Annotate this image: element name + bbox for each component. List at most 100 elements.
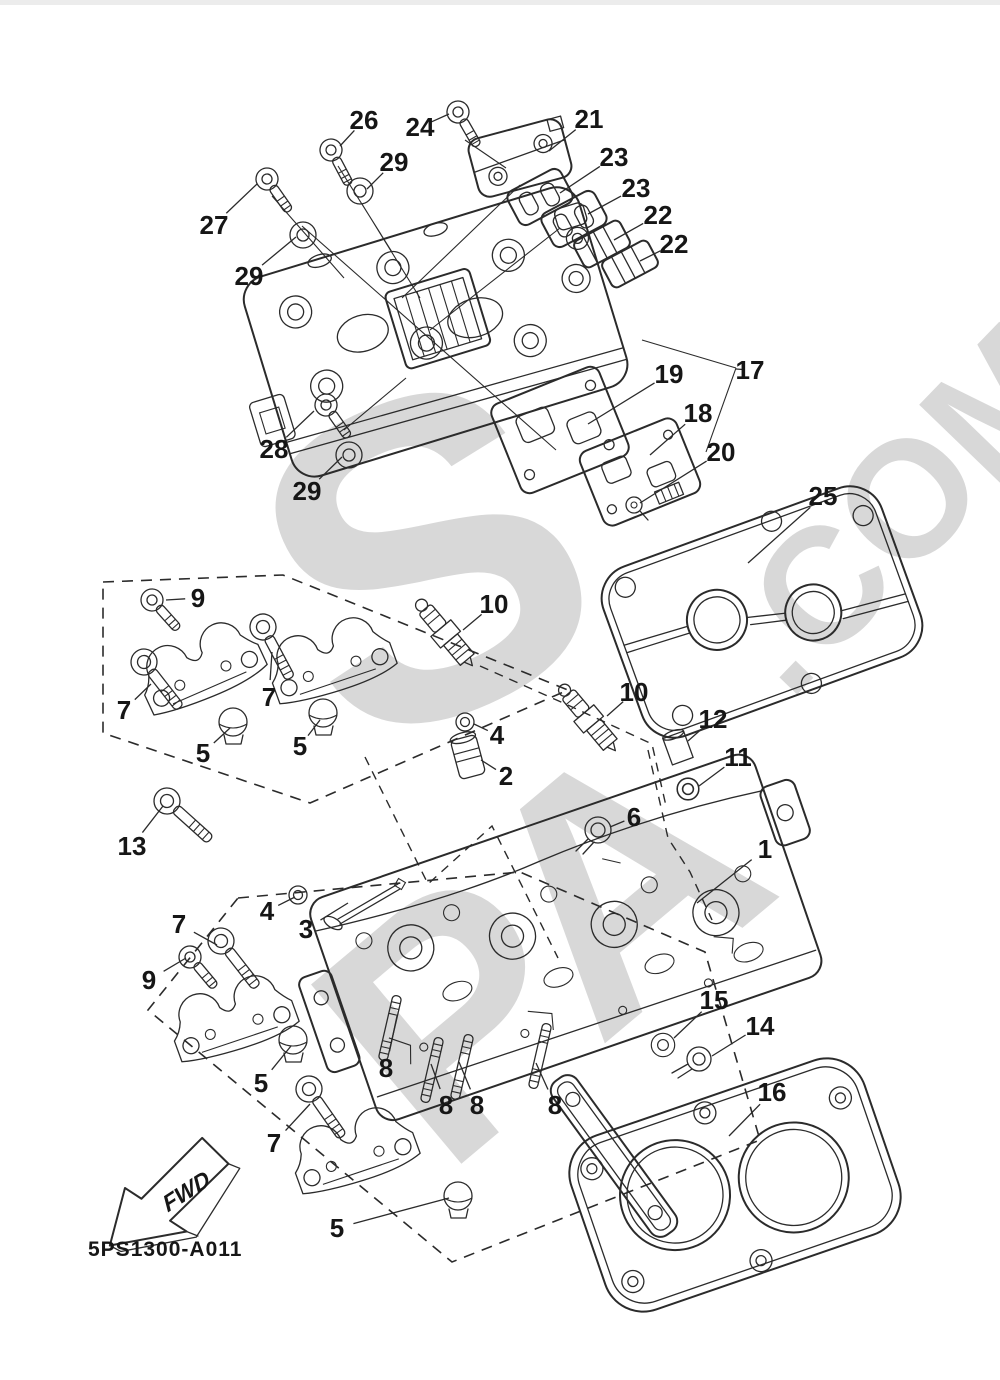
callout-9-label: 9 [142, 965, 156, 995]
alignment-lines [271, 139, 561, 451]
callout-5-leader [307, 719, 321, 736]
bolt-24 [442, 96, 488, 152]
bolt-9 [173, 940, 225, 995]
callout-14-leader [711, 1034, 746, 1057]
bolt-14 [671, 1046, 712, 1079]
callout-10-leader [462, 613, 483, 631]
callout-23-label: 23 [600, 142, 629, 172]
callout-28-label: 28 [260, 434, 289, 464]
callout-10-label: 10 [620, 677, 649, 707]
callout-17-label: 17 [736, 355, 765, 385]
callout-12-leader [687, 727, 704, 742]
callout-19-label: 19 [655, 359, 684, 389]
callout-3-leader [320, 902, 349, 921]
callout-25-leader [747, 506, 811, 564]
callout-8-label: 8 [470, 1090, 484, 1120]
callout-20-label: 20 [707, 437, 736, 467]
callout-16-label: 16 [758, 1077, 787, 1107]
bolt-7 [290, 1070, 354, 1145]
callout-1-label: 1 [758, 834, 772, 864]
callout-8-leader [458, 1061, 472, 1090]
callout-9-leader [165, 598, 186, 601]
callout-28-leader [285, 410, 315, 438]
callout-26-leader [339, 129, 355, 147]
bolt-13 [147, 781, 220, 851]
callout-5-label: 5 [293, 731, 307, 761]
valve-lifter-2 [449, 731, 486, 780]
callout-22-label: 22 [644, 200, 673, 230]
bracket-21 [467, 115, 573, 198]
callout-21-leader [548, 129, 577, 152]
callout-8-label: 8 [439, 1090, 453, 1120]
callout-8-leader [535, 1062, 549, 1090]
callout-27-label: 27 [200, 210, 229, 240]
callout-25-label: 25 [809, 481, 838, 511]
callout-11-label: 11 [724, 742, 752, 772]
callout-29-leader [261, 236, 297, 266]
callout-20-leader [639, 460, 707, 504]
callout-29-label: 29 [293, 476, 322, 506]
dowel-12 [662, 728, 694, 766]
cylinder-head-1 [298, 753, 823, 1122]
callout-23-leader [559, 165, 601, 194]
callout-29-leader [318, 456, 343, 480]
callout-10-leader [606, 701, 624, 717]
callout-2-label: 2 [499, 761, 513, 791]
cam-cap-assembly [128, 608, 271, 724]
plate-18 [578, 417, 702, 527]
callout-4-label: 4 [490, 720, 505, 750]
callout-13-leader [141, 805, 164, 833]
head-gasket-16 [568, 1057, 902, 1313]
callout-7-leader [134, 683, 152, 701]
callout-1-leader [696, 859, 753, 904]
callout-5-label: 5 [196, 738, 210, 768]
callout-10-label: 10 [480, 589, 509, 619]
callout-9-label: 9 [191, 583, 205, 613]
callout-13-label: 13 [118, 831, 147, 861]
callout-8-label: 8 [379, 1053, 393, 1083]
callout-22-leader [613, 222, 644, 241]
callout-3-label: 3 [299, 914, 313, 944]
callout-23-leader [587, 195, 622, 215]
callout-4-leader [473, 723, 489, 732]
callout-4-label: 4 [260, 896, 275, 926]
callout-4-leader [277, 896, 296, 906]
callout-7-leader [269, 651, 273, 681]
callout-17-pointer [641, 339, 737, 453]
callout-5-label: 5 [330, 1213, 344, 1243]
callout-22-leader [639, 250, 661, 262]
damper-23 [540, 189, 608, 249]
callout-16-leader [728, 1103, 761, 1137]
callout-29-label: 29 [380, 147, 409, 177]
callout-22-label: 22 [660, 229, 689, 259]
valve-cover-gasket-25 [600, 485, 924, 739]
callout-5-label: 5 [254, 1068, 268, 1098]
callout-7-label: 7 [172, 909, 186, 939]
callout-7-leader [285, 1103, 311, 1131]
callout-18-leader [649, 423, 686, 456]
group-box-lower [146, 871, 761, 1263]
callout-12-label: 12 [699, 704, 728, 734]
callout-6-label: 6 [627, 802, 641, 832]
callout-2-leader [480, 759, 497, 771]
callout-26-label: 26 [350, 105, 379, 135]
callout-14-label: 14 [746, 1011, 775, 1041]
callout-7-label: 7 [262, 682, 276, 712]
callout-29-label: 29 [235, 261, 264, 291]
callout-8-leader [388, 1015, 398, 1052]
callout-9-leader [163, 957, 187, 972]
head-gasket-cam-rail [549, 1074, 679, 1238]
callout-27-leader [225, 183, 258, 214]
callout-15-label: 15 [700, 985, 729, 1015]
bolt-27 [251, 163, 300, 218]
damper-22 [601, 239, 659, 289]
callout-23-label: 23 [622, 173, 651, 203]
drawing-code: 5PS1300-A011 [88, 1238, 242, 1261]
bolt-9 [135, 583, 187, 637]
callout-8-leader [430, 1063, 441, 1090]
callout-7-leader [193, 931, 218, 946]
callout-17-leader [735, 368, 745, 371]
